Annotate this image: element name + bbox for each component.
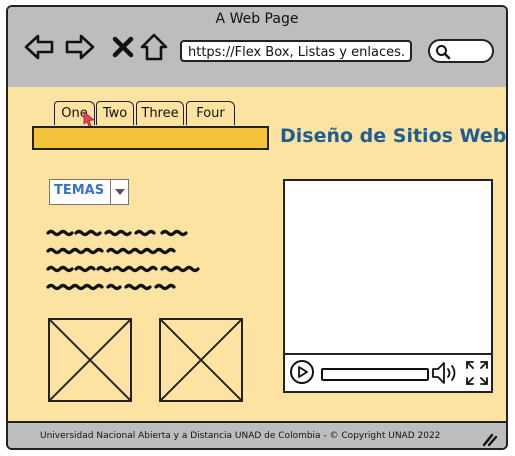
- tab-content-bar: [32, 126, 269, 150]
- volume-icon[interactable]: [431, 360, 461, 386]
- video-player[interactable]: [283, 179, 493, 393]
- search-box[interactable]: [428, 39, 494, 63]
- footer-copyright: Universidad Nacional Abierta y a Distanc…: [40, 431, 441, 441]
- tab-label: Two: [102, 106, 128, 121]
- tab-label: One: [61, 106, 88, 121]
- dropdown-label: TEMAS: [54, 183, 105, 198]
- mouse-cursor-icon: [83, 111, 96, 127]
- browser-toolbar: A Web Page https://Flex Box, Listas y en…: [8, 7, 506, 89]
- page-footer: Universidad Nacional Abierta y a Distanc…: [8, 421, 506, 448]
- resize-handle-icon[interactable]: [482, 433, 498, 447]
- image-placeholder: [48, 318, 132, 402]
- chevron-down-icon[interactable]: [110, 180, 128, 204]
- tab-label: Four: [196, 106, 225, 121]
- search-icon: [436, 45, 451, 60]
- close-icon[interactable]: [108, 32, 138, 62]
- browser-window: A Web Page https://Flex Box, Listas y en…: [6, 5, 508, 450]
- tab-two[interactable]: Two: [96, 101, 134, 125]
- tab-three[interactable]: Three: [136, 101, 184, 125]
- address-bar[interactable]: https://Flex Box, Listas y enlaces.: [180, 40, 412, 62]
- play-icon[interactable]: [289, 359, 315, 385]
- arrow-right-icon[interactable]: [65, 32, 95, 62]
- window-title: A Web Page: [215, 11, 299, 27]
- temas-dropdown[interactable]: TEMAS: [49, 179, 129, 205]
- home-icon[interactable]: [139, 32, 169, 62]
- placeholder-text-scribbles: [46, 229, 200, 291]
- video-progress-bar[interactable]: [321, 368, 429, 381]
- tab-four[interactable]: Four: [186, 101, 235, 125]
- page-title: Diseño de Sitios Web: [280, 125, 507, 147]
- image-placeholder: [159, 318, 243, 402]
- video-controls: [285, 353, 491, 391]
- page-content: One Two Three Four Diseño de Sitios Web …: [8, 87, 506, 421]
- fullscreen-icon[interactable]: [465, 360, 489, 386]
- tab-label: Three: [141, 106, 179, 121]
- arrow-left-icon[interactable]: [24, 32, 54, 62]
